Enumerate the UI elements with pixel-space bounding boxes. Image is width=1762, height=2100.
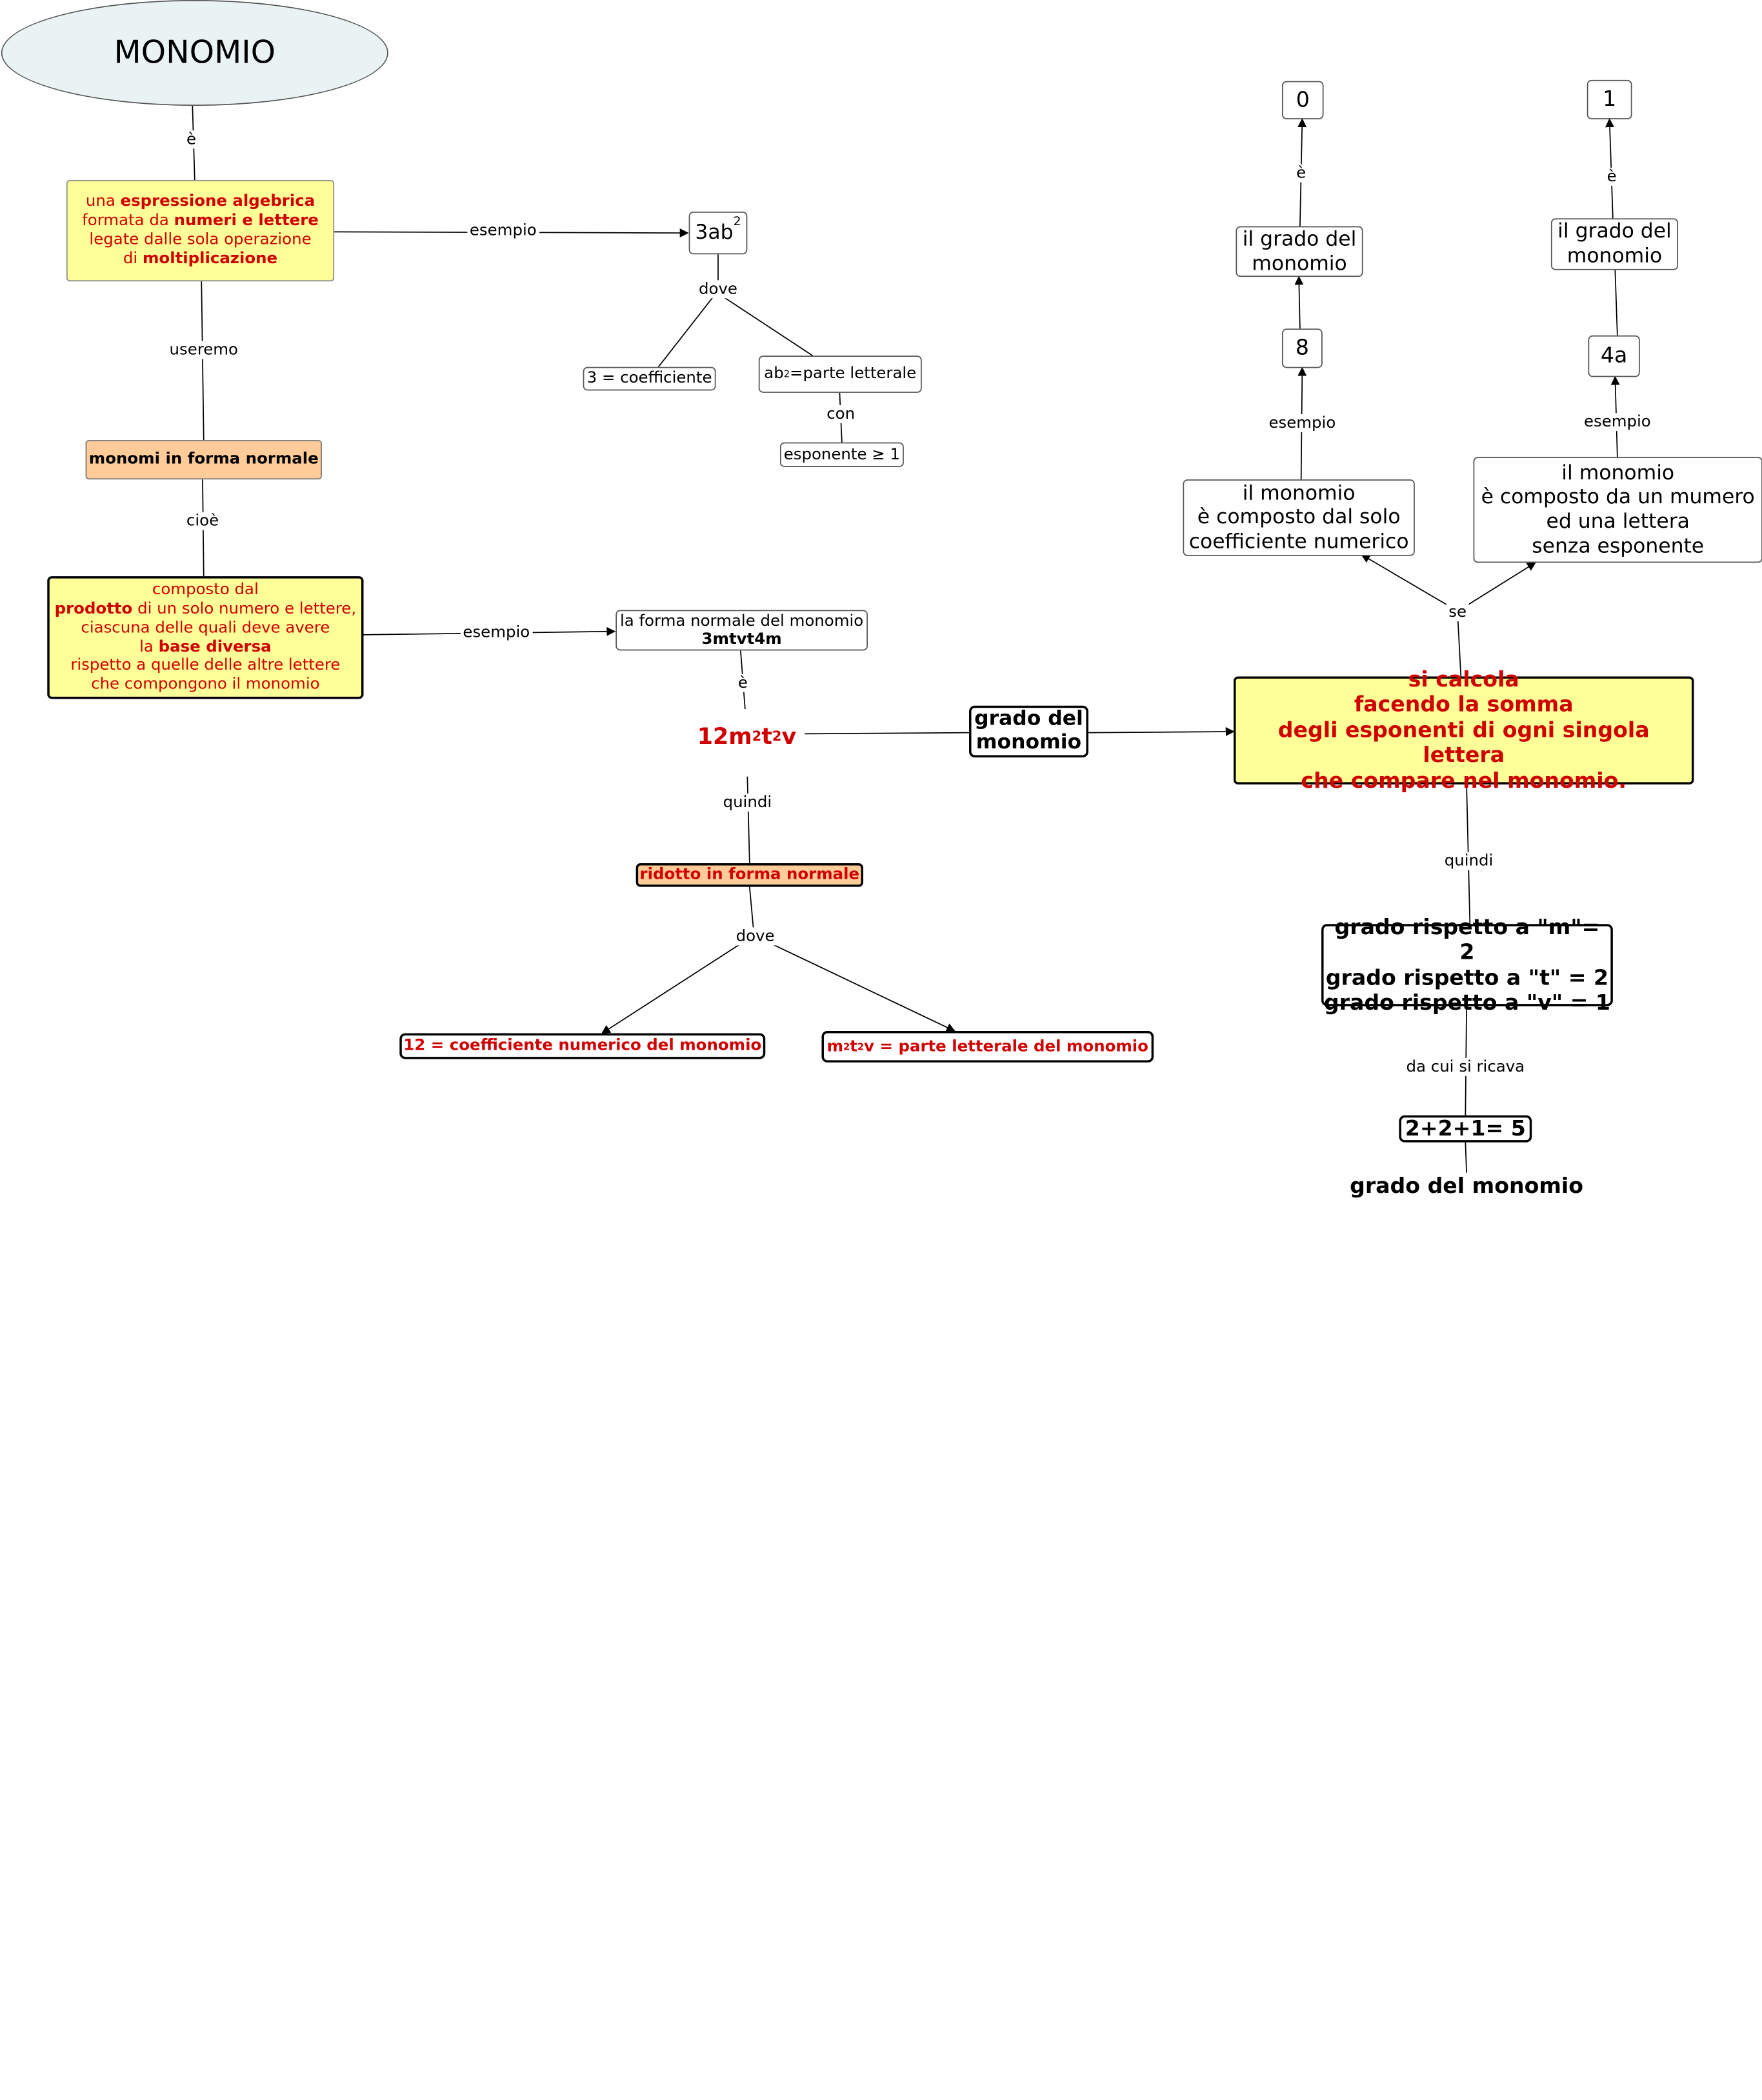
definition-node[interactable]: una espressione algebrica formata da num… — [66, 180, 335, 282]
link-result-degree — [805, 732, 970, 735]
normal-form-example-node[interactable]: la forma normale del monomio 3mtvt4m — [616, 610, 868, 651]
link-se-monoletter — [1463, 562, 1536, 608]
title-node[interactable]: MONOMIO — [1, 0, 388, 106]
link-dove-coeff12 — [601, 940, 746, 1034]
link-label-useremo: useremo — [167, 341, 241, 359]
degree-b-node[interactable]: il grado del monomio — [1550, 218, 1679, 270]
link-4a-degree — [1614, 270, 1618, 335]
link-label-esempio: esempio — [1266, 414, 1338, 432]
link-dove-literal — [720, 294, 814, 356]
degrees-node[interactable]: grado rispetto a "m"= 2 grado rispetto a… — [1321, 915, 1613, 1015]
link-label-dove: dove — [696, 280, 740, 299]
normal-form-node[interactable]: monomi in forma normale — [85, 440, 322, 480]
final-node[interactable]: grado del monomio — [1350, 1173, 1584, 1199]
one-node[interactable]: 1 — [1587, 79, 1632, 119]
link-label-e: è — [1294, 164, 1308, 183]
mono-letter-node[interactable]: il monomio è composto da un mumero ed un… — [1473, 457, 1762, 563]
link-label-esempio: esempio — [1581, 413, 1654, 432]
link-definition-normal — [201, 281, 205, 441]
eight-node[interactable]: 8 — [1281, 328, 1323, 368]
link-label-quindi: quindi — [721, 793, 774, 812]
degree-node[interactable]: grado del monomio — [969, 705, 1088, 758]
four-a-node[interactable]: 4a — [1588, 335, 1640, 377]
sum-node[interactable]: 2+2+1= 5 — [1399, 1115, 1532, 1143]
link-se-monocoeff — [1361, 554, 1452, 608]
link-label-se: se — [1446, 603, 1469, 621]
link-label-esempio: esempio — [460, 623, 532, 642]
link-rule-se — [1457, 613, 1462, 677]
rule-node[interactable]: si calcola facendo la somma degli espone… — [1233, 667, 1694, 793]
link-label-dove: dove — [734, 927, 777, 946]
mono-coeff-node[interactable]: il monomio è composto dal solo coefficie… — [1183, 479, 1415, 556]
composed-node[interactable]: composto dal prodotto di un solo numero … — [47, 576, 364, 699]
link-label-e: è — [184, 130, 199, 149]
link-dove-coefficient — [657, 294, 716, 368]
degree-a-node[interactable]: il grado del monomio — [1236, 226, 1363, 277]
link-label-da-cui: da cui si ricava — [1404, 1057, 1527, 1076]
link-label-con: con — [824, 405, 857, 423]
zero-node[interactable]: 0 — [1281, 81, 1324, 119]
exponent-node[interactable]: esponente ≥ 1 — [779, 442, 904, 467]
title-text: MONOMIO — [114, 34, 276, 72]
link-eight-degree — [1294, 275, 1304, 329]
coeff12-node[interactable]: 12 = coefficiente numerico del monomio — [399, 1033, 766, 1059]
link-sum-final — [1465, 1142, 1467, 1173]
link-label-esempio: esempio — [467, 221, 539, 240]
link-label-cioe: cioè — [184, 512, 221, 530]
link-label-e: è — [736, 674, 750, 692]
link-result-reduced — [746, 776, 750, 864]
coefficient-node[interactable]: 3 = coefficiente — [583, 366, 716, 391]
link-label-quindi: quindi — [1442, 852, 1496, 870]
link-dove-literal2 — [765, 940, 956, 1032]
link-label-e: è — [1605, 167, 1619, 186]
link-degree-rule — [1087, 727, 1235, 736]
reduced-node[interactable]: ridotto in forma normale — [636, 863, 864, 887]
